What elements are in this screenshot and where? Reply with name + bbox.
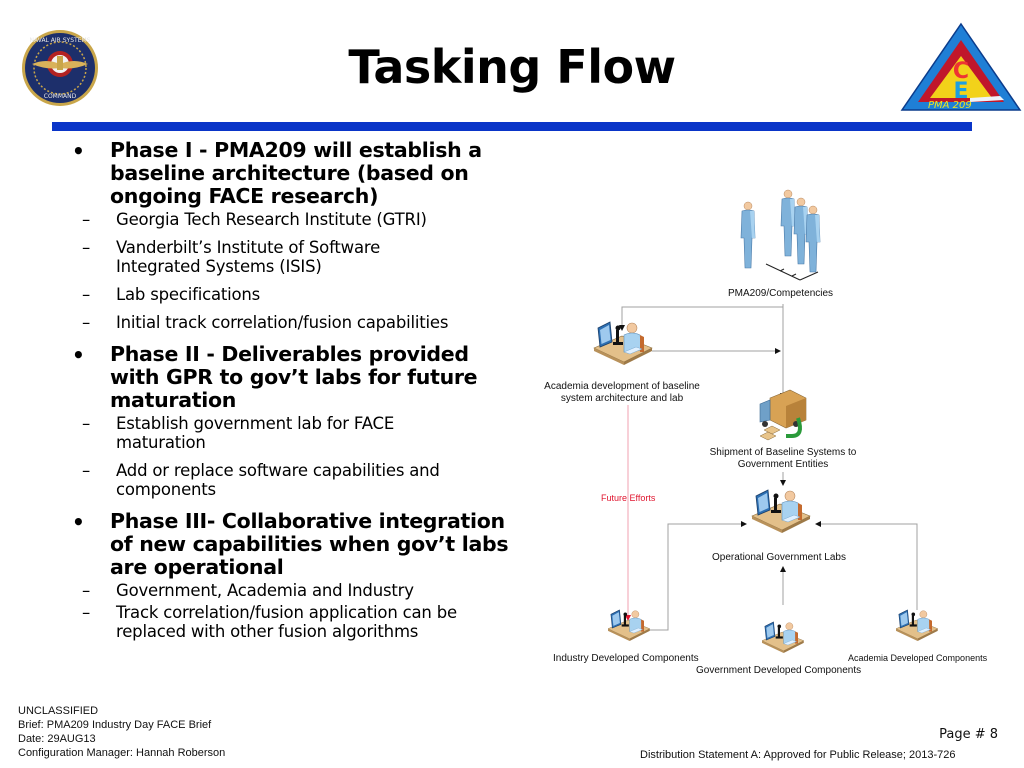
phase-3-item: –Government, Academia and Industry: [82, 581, 414, 600]
phase-1-item: –Vanderbilt’s Institute of Software Inte…: [82, 238, 381, 276]
lab-workstation-icon: [761, 621, 805, 654]
competencies-label: PMA209/Competencies: [728, 288, 834, 299]
footer-info: UNCLASSIFIED Brief: PMA209 Industry Day …: [18, 704, 225, 760]
lab-workstation-icon: [593, 321, 653, 366]
phase-list: • Phase I - PMA209 will establish a base…: [72, 139, 532, 642]
distribution-statement: Distribution Statement A: Approved for P…: [640, 749, 956, 761]
title-divider: [52, 122, 972, 131]
industry-label: Industry Developed Components: [553, 653, 699, 664]
future-efforts-label: Future Efforts: [601, 493, 656, 503]
dash-icon: –: [82, 581, 91, 600]
dash-icon: –: [82, 414, 91, 433]
delivery-truck-icon: [759, 389, 807, 441]
bullet-icon: •: [72, 139, 85, 163]
svg-text:COMMAND: COMMAND: [44, 93, 77, 100]
dash-icon: –: [82, 210, 91, 229]
phase-2-item: –Add or replace software capabilities an…: [82, 461, 440, 499]
phase-3: • Phase III- Collaborative integration o…: [72, 510, 532, 579]
lab-workstation-icon: [751, 489, 811, 534]
gov-labs-label: Operational Government Labs: [712, 552, 846, 563]
dash-icon: –: [82, 285, 91, 304]
phase-2-item: –Establish government lab for FACE matur…: [82, 414, 395, 452]
people-group-icon: [740, 189, 821, 281]
bullet-icon: •: [72, 343, 85, 367]
shipment-label: Shipment of Baseline Systems to Governme…: [709, 447, 857, 470]
classification-label: UNCLASSIFIED: [18, 705, 99, 717]
phase-1-item: –Georgia Tech Research Institute (GTRI): [82, 210, 427, 229]
phase-3-heading: Phase III- Collaborative integration of …: [110, 509, 509, 579]
svg-text:E: E: [953, 79, 968, 104]
government-label: Government Developed Components: [696, 665, 862, 676]
academia-dev-label: Academia development of baseline system …: [544, 381, 700, 404]
svg-text:NAVAL AIR SYSTEMS: NAVAL AIR SYSTEMS: [30, 37, 91, 44]
phase-1: • Phase I - PMA209 will establish a base…: [72, 139, 532, 208]
dash-icon: –: [82, 461, 91, 480]
page-number: Page # 8: [939, 727, 998, 742]
config-manager-label: Configuration Manager: Hannah Roberson: [18, 747, 226, 759]
date-label: Date: 29AUG13: [18, 733, 96, 745]
bullet-icon: •: [72, 510, 85, 534]
pma209-logo: C E PMA 209: [900, 22, 1022, 112]
navair-seal-logo: NAVAL AIR SYSTEMS COMMAND: [20, 28, 100, 108]
phase-3-item: –Track correlation/fusion application ca…: [82, 603, 457, 641]
phase-2-heading: Phase II - Deliverables provided with GP…: [110, 342, 478, 412]
academia-label: Academia Developed Components: [848, 653, 988, 663]
svg-text:PMA 209: PMA 209: [928, 100, 972, 111]
dash-icon: –: [82, 313, 91, 332]
phase-1-heading: Phase I - PMA209 will establish a baseli…: [110, 138, 482, 208]
lab-workstation-icon: [607, 609, 651, 642]
dash-icon: –: [82, 603, 91, 622]
brief-label: Brief: PMA209 Industry Day FACE Brief: [18, 719, 212, 731]
page-title: Tasking Flow: [348, 40, 676, 94]
lab-workstation-icon: [895, 609, 939, 642]
svg-text:C: C: [953, 59, 969, 84]
dash-icon: –: [82, 238, 91, 257]
phase-1-item: –Lab specifications: [82, 285, 261, 304]
phase-1-item: –Initial track correlation/fusion capabi…: [82, 313, 449, 332]
phase-2: • Phase II - Deliverables provided with …: [72, 343, 532, 412]
